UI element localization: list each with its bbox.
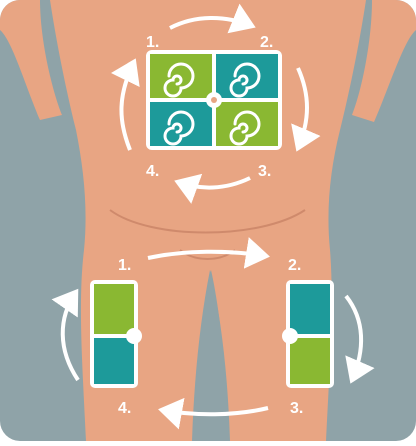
abdomen-step-label: 2.: [260, 34, 273, 51]
right-thigh-injection-area: [282, 280, 334, 388]
thigh-step-label: 1.: [118, 257, 131, 274]
thigh-step-label: 4.: [118, 400, 131, 417]
abdomen-injection-area: [146, 50, 282, 150]
abdomen-step-label: 3.: [258, 163, 271, 180]
thigh-step-label: 3.: [290, 400, 303, 417]
abdomen-step-label: 1.: [146, 34, 159, 51]
abdomen-step-label: 4.: [146, 163, 159, 180]
thigh-step-label: 2.: [288, 257, 301, 274]
left-thigh-injection-area: [90, 280, 142, 388]
